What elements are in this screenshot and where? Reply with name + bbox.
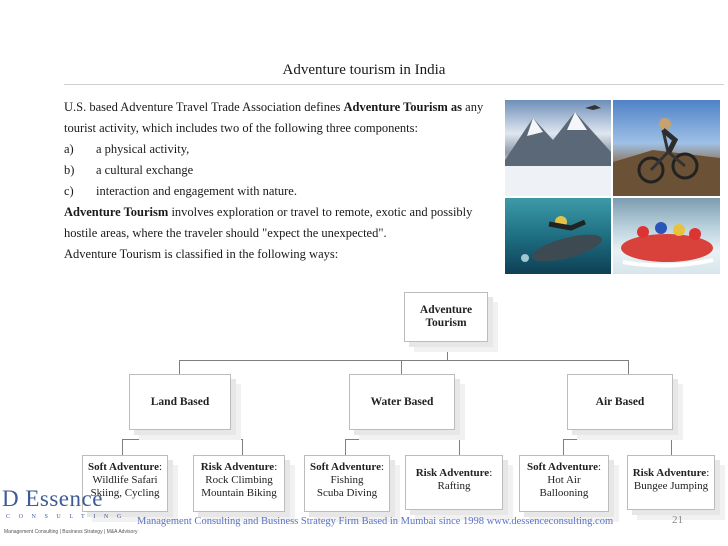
diagram-root-node: Adventure Tourism: [404, 292, 488, 342]
leaf-water-risk: Risk Adventure: Rafting: [405, 455, 503, 510]
connector-line: [628, 428, 629, 439]
company-logo: D Essence: [2, 486, 103, 511]
category-water-based: Water Based: [349, 374, 455, 430]
list-item: c)interaction and engagement with nature…: [64, 184, 297, 198]
mountain-photo: [505, 100, 611, 196]
connector-line: [122, 439, 243, 440]
category-air-based: Air Based: [567, 374, 673, 430]
leaf-air-soft: Soft Adventure: Hot Air Ballooning: [519, 455, 609, 512]
slide-title: Adventure tourism in India: [282, 62, 446, 78]
leaf-air-risk: Risk Adventure: Bungee Jumping: [627, 455, 715, 510]
classified-line: Adventure Tourism is classified in the f…: [64, 247, 339, 261]
rafting-illustration: [621, 222, 714, 268]
scuba-illustration: [521, 216, 602, 262]
intro-paragraph: U.S. based Adventure Travel Trade Associ…: [64, 100, 484, 135]
connector-line: [242, 439, 243, 455]
leaf-water-soft: Soft Adventure: Fishing Scuba Diving: [304, 455, 390, 512]
connector-line: [447, 340, 448, 360]
connector-line: [563, 439, 564, 455]
connector-line: [401, 360, 402, 374]
root-label: Adventure Tourism: [419, 304, 473, 329]
logo-tagline: Management Consulting | Business Strateg…: [4, 529, 138, 535]
connector-line: [345, 439, 460, 440]
leaf-land-soft: Soft Adventure: Wildlife Safari Skiing, …: [82, 455, 168, 512]
connector-line: [401, 428, 402, 439]
adventure-tourism-term: Adventure Tourism as: [343, 100, 463, 114]
mountain-illustration: [505, 105, 611, 196]
connector-line: [345, 439, 346, 455]
list-item: a)a physical activity,: [64, 142, 190, 156]
list-item: b)a cultural exchange: [64, 163, 194, 177]
scuba-photo: [505, 198, 611, 274]
connector-line: [671, 439, 672, 455]
connector-line: [459, 439, 460, 455]
page-number: 21: [672, 514, 683, 526]
connector-line: [179, 428, 180, 439]
connector-line: [179, 360, 629, 361]
body-text: U.S. based Adventure Travel Trade Associ…: [64, 97, 494, 265]
leaf-land-risk: Risk Adventure: Rock Climbing Mountain B…: [193, 455, 285, 512]
title-divider: [64, 84, 724, 85]
connector-line: [179, 360, 180, 374]
rafting-photo: [613, 198, 720, 274]
cyclist-photo: [613, 100, 720, 196]
connector-line: [122, 439, 123, 455]
definition-paragraph: Adventure Tourism involves exploration o…: [64, 205, 473, 240]
connector-line: [563, 439, 672, 440]
category-land-based: Land Based: [129, 374, 231, 430]
footer-text: Management Consulting and Business Strat…: [137, 516, 614, 527]
cyclist-illustration: [613, 118, 720, 196]
logo-subtitle: CONSULTING: [6, 514, 130, 520]
connector-line: [628, 360, 629, 374]
photo-collage: [505, 100, 720, 274]
